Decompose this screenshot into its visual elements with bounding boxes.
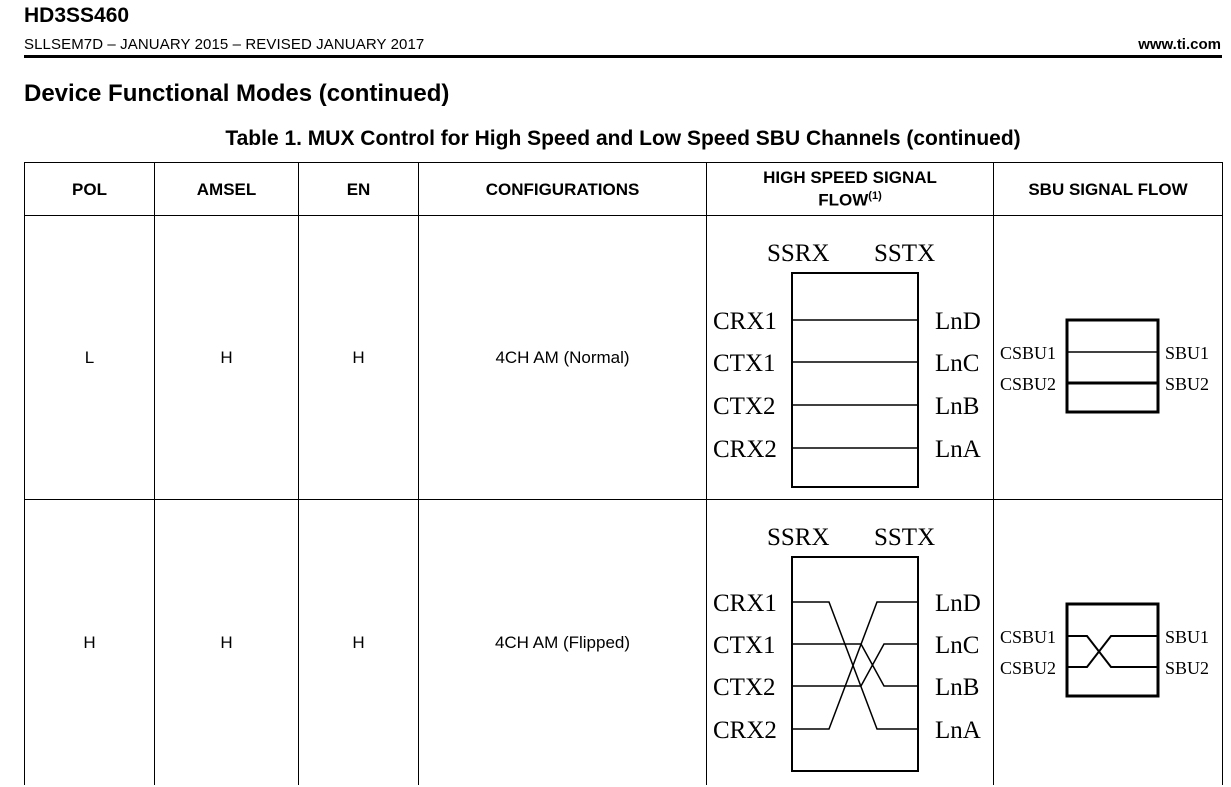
label-crx1: CRX1 [713, 590, 777, 617]
label-lna: LnA [935, 717, 981, 744]
revision-line: SLLSEM7D – JANUARY 2015 – REVISED JANUAR… [24, 36, 425, 53]
col-header-pol: POL [24, 162, 155, 216]
label-sbu2: SBU2 [1165, 374, 1209, 394]
cell-configuration: 4CH AM (Normal) [418, 215, 707, 500]
header-divider [24, 55, 1222, 58]
cell-sbu-diagram: CSBU1 CSBU2 SBU1 SBU2 [993, 499, 1223, 785]
label-csbu2: CSBU2 [1000, 374, 1056, 394]
website-link[interactable]: www.ti.com [1138, 36, 1221, 53]
label-ctx2: CTX2 [713, 674, 776, 701]
mux-box [791, 272, 919, 488]
cell-amsel: H [154, 499, 299, 785]
cell-en: H [298, 499, 419, 785]
cell-amsel: H [154, 215, 299, 500]
label-lnd: LnD [935, 590, 981, 617]
label-csbu1: CSBU1 [1000, 627, 1056, 647]
table-title: Table 1. MUX Control for High Speed and … [225, 127, 1021, 150]
col-header-hs-line1: HIGH SPEED SIGNAL [763, 168, 937, 188]
sbu-mux-box [1065, 602, 1160, 698]
high-speed-normal-diagram: SSRX SSTX CRX1 CTX1 CTX2 CRX2 LnD LnC [713, 240, 981, 488]
cell-high-speed-diagram: SSRX SSTX CRX1 CTX1 CTX2 CRX2 LnD LnC [706, 499, 994, 785]
label-sstx: SSTX [874, 240, 935, 267]
label-lnb: LnB [935, 674, 979, 701]
col-header-en: EN [298, 162, 419, 216]
col-header-high-speed-signal-flow: HIGH SPEED SIGNAL FLOW(1) [706, 162, 994, 216]
label-sstx: SSTX [874, 524, 935, 551]
sbu-normal-diagram: CSBU1 CSBU2 SBU1 SBU2 [1000, 318, 1209, 414]
cell-pol: L [24, 215, 155, 500]
label-lnb: LnB [935, 393, 979, 420]
table-header-row: POL AMSEL EN CONFIGURATIONS HIGH SPEED S… [24, 162, 1223, 216]
col-header-configurations: CONFIGURATIONS [418, 162, 707, 216]
cell-configuration: 4CH AM (Flipped) [418, 499, 707, 785]
cell-pol: H [24, 499, 155, 785]
sbu-crossed-lines [1067, 635, 1158, 668]
label-crx2: CRX2 [713, 436, 777, 463]
footnote-ref[interactable]: (1) [868, 190, 882, 203]
label-crx1: CRX1 [713, 308, 777, 335]
label-lnc: LnC [935, 350, 979, 377]
label-crx2: CRX2 [713, 717, 777, 744]
mux-control-table: POL AMSEL EN CONFIGURATIONS HIGH SPEED S… [24, 162, 1223, 785]
label-lnc: LnC [935, 632, 979, 659]
label-ctx1: CTX1 [713, 350, 776, 377]
label-lna: LnA [935, 436, 981, 463]
label-ctx2: CTX2 [713, 393, 776, 420]
cell-high-speed-diagram: SSRX SSTX CRX1 CTX1 CTX2 CRX2 LnD LnC [706, 215, 994, 500]
label-ssrx: SSRX [767, 240, 830, 267]
col-header-hs-line2: FLOW [818, 190, 869, 210]
label-sbu2: SBU2 [1165, 658, 1209, 678]
label-sbu1: SBU1 [1165, 627, 1209, 647]
high-speed-flipped-diagram: SSRX SSTX CRX1 CTX1 CTX2 CRX2 LnD LnC [713, 524, 981, 772]
straight-lines [792, 319, 918, 449]
mux-box [791, 556, 919, 772]
sbu-mux-box [1065, 318, 1160, 414]
table-row: H H H 4CH AM (Flipped) SSRX SSTX CRX1 CT… [24, 499, 1223, 785]
section-title: Device Functional Modes (continued) [24, 80, 450, 107]
cell-sbu-diagram: CSBU1 CSBU2 SBU1 SBU2 [993, 215, 1223, 500]
col-header-amsel: AMSEL [154, 162, 299, 216]
table-row: L H H 4CH AM (Normal) SSRX SSTX CRX1 CTX… [24, 215, 1223, 500]
label-lnd: LnD [935, 308, 981, 335]
label-sbu1: SBU1 [1165, 343, 1209, 363]
cell-en: H [298, 215, 419, 500]
document-id: HD3SS460 [24, 4, 130, 27]
label-ssrx: SSRX [767, 524, 830, 551]
label-ctx1: CTX1 [713, 632, 776, 659]
label-csbu2: CSBU2 [1000, 658, 1056, 678]
sbu-flipped-diagram: CSBU1 CSBU2 SBU1 SBU2 [1000, 602, 1209, 698]
label-csbu1: CSBU1 [1000, 343, 1056, 363]
crossed-lines [792, 601, 918, 730]
col-header-sbu-signal-flow: SBU SIGNAL FLOW [993, 162, 1223, 216]
